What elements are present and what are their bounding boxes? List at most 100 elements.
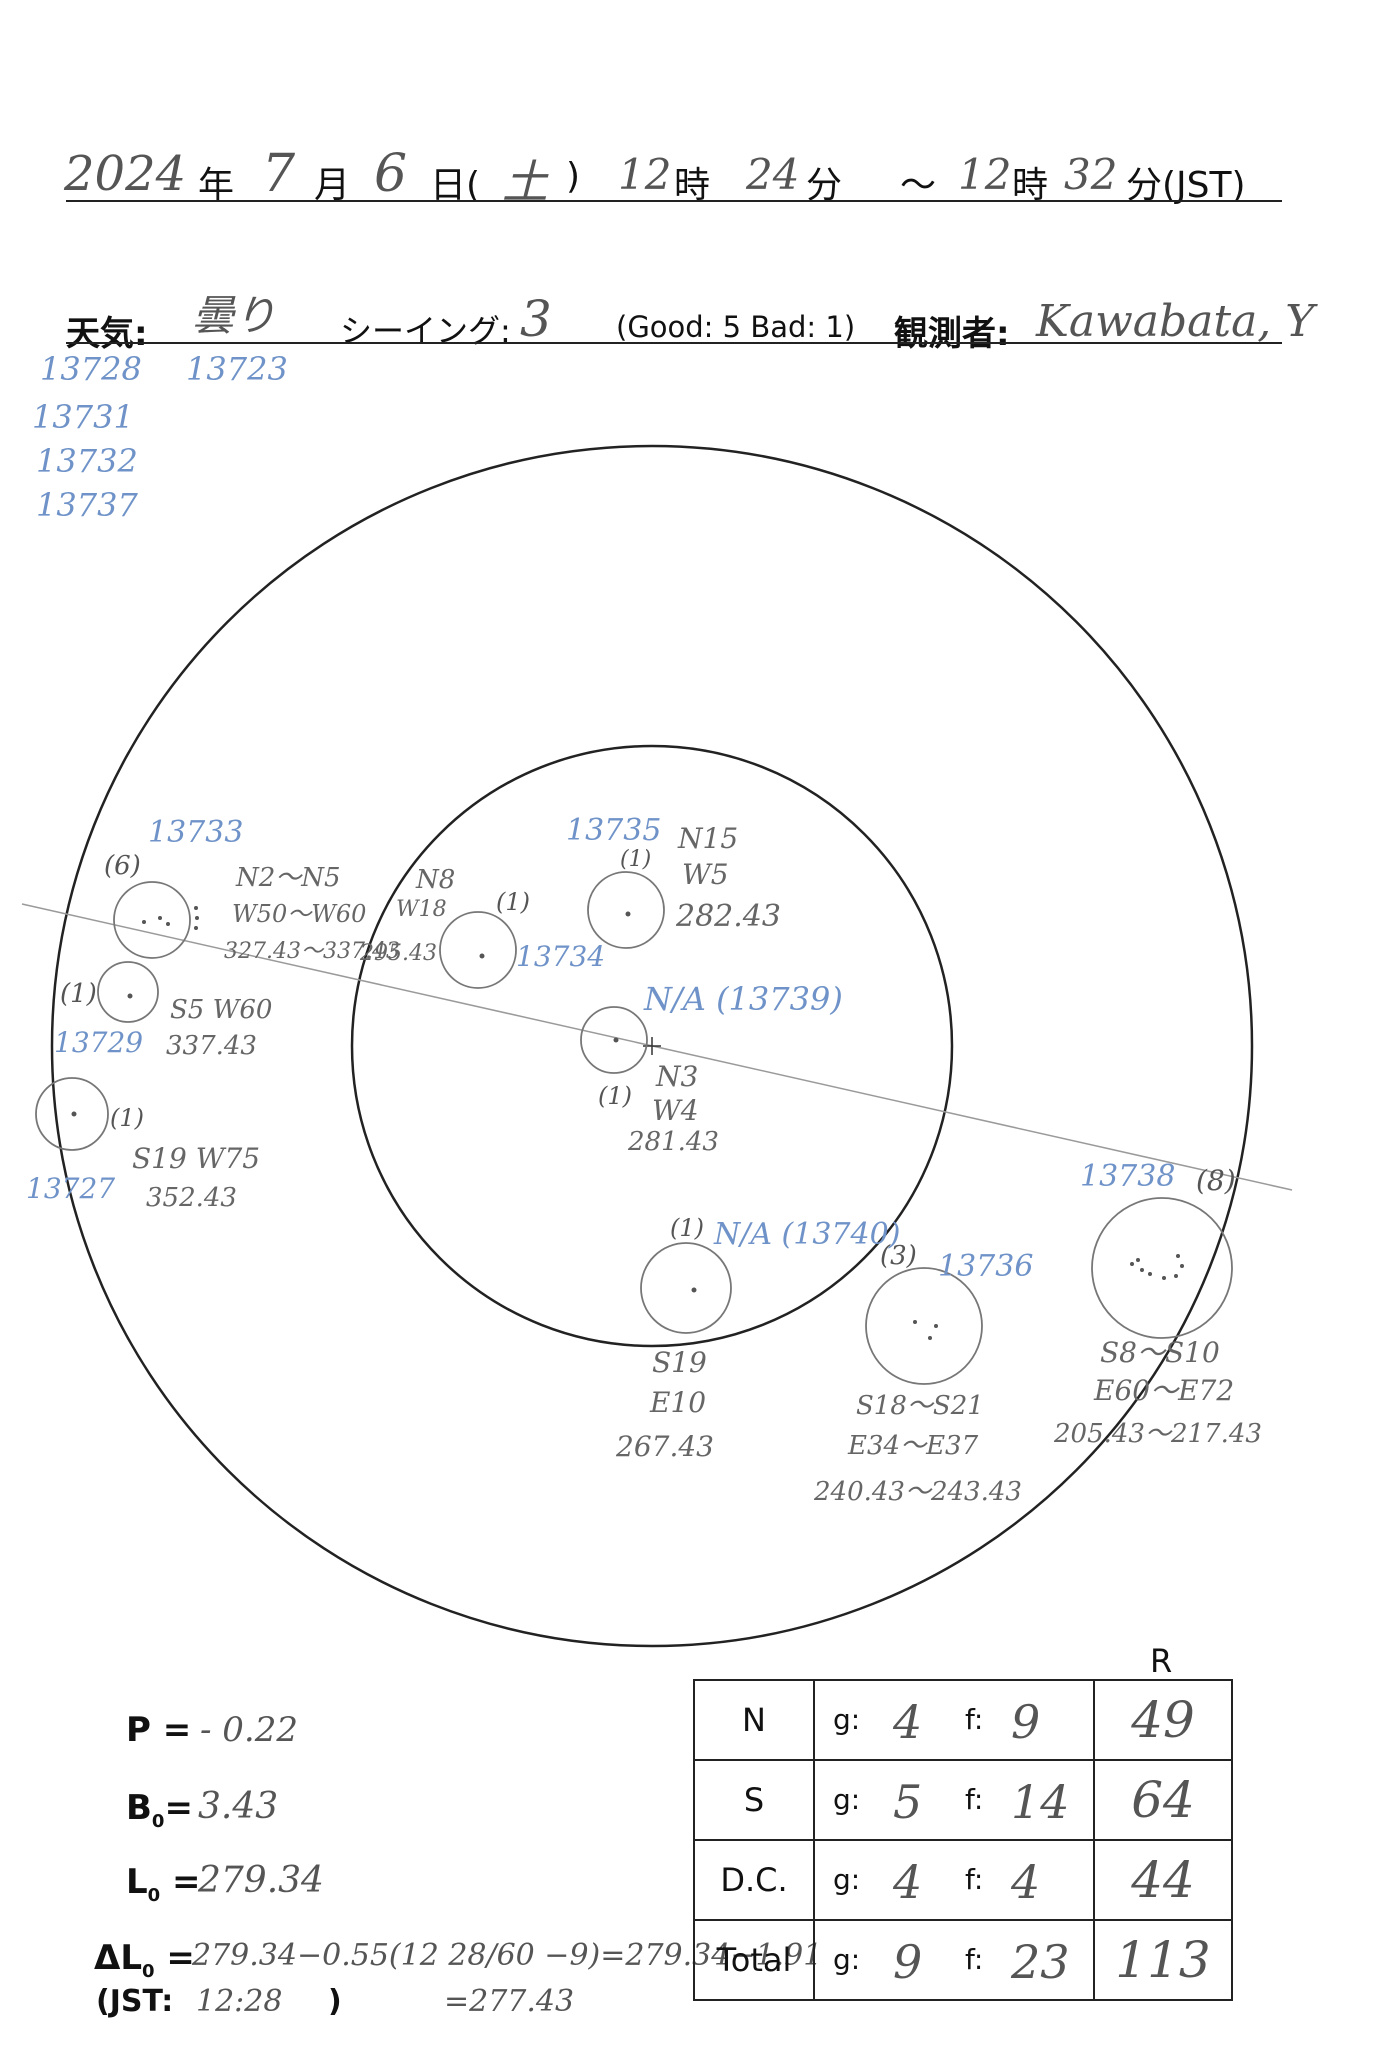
solar-equator-line (21, 903, 1293, 1191)
end-min: 32 (1064, 150, 1118, 199)
group-13735-id: 13735 (566, 813, 661, 848)
start-min-unit: 分 (806, 165, 843, 206)
group-13736-count: (3) (880, 1241, 917, 1271)
b0-label: B0= (126, 1788, 193, 1832)
g-value: 5 (893, 1775, 923, 1829)
group-13740-carrington: 267.43 (615, 1430, 714, 1463)
group-13729-id: 13729 (54, 1026, 143, 1059)
region-list-item: 13723 (186, 350, 288, 388)
group-13733-lon: W50～W60 (232, 900, 366, 928)
month-value: 7 (262, 144, 296, 204)
g-value: 4 (893, 1695, 923, 1749)
group-13735-lon: W5 (682, 858, 729, 891)
group-13739-lat: N3 (655, 1060, 698, 1093)
end-hour: 12 (958, 150, 1012, 199)
group-13727-count: (1) (110, 1104, 144, 1132)
group-13729-circle (97, 961, 159, 1023)
observer-label: 観測者: (894, 314, 1010, 354)
group-13738-id: 13738 (1080, 1159, 1175, 1194)
group-13734-carrington: 295.43 (359, 941, 437, 966)
group-13736-circle (865, 1267, 983, 1385)
observer-value: Kawabata, Y (1036, 296, 1315, 347)
start-min: 24 (746, 150, 800, 199)
gf-cell: g:9 f:23 (813, 1919, 1095, 2001)
group-13736-carrington: 240.43～243.43 (813, 1477, 1022, 1507)
group-13736-lon: E34～E37 (847, 1431, 979, 1461)
group-13735-count: (1) (620, 847, 651, 872)
seeing-scale-note: (Good: 5 Bad: 1) (616, 310, 856, 344)
group-13733-circle (113, 881, 191, 959)
group-13733-id: 13733 (148, 815, 243, 850)
r-value: 44 (1131, 1851, 1195, 1909)
r-value-cell: 113 (1093, 1919, 1233, 2001)
group-13740-lat: S19 (652, 1346, 707, 1379)
group-13740-id: N/A (13740) (713, 1217, 900, 1252)
sunspot-count-table: N g:4 f:9 49 S g:5 f:14 64 D.C. g:4 (693, 1679, 1233, 2001)
start-hour: 12 (618, 150, 672, 199)
l0-value: 279.34 (198, 1860, 324, 1901)
f-value: 14 (1011, 1775, 1070, 1829)
group-13729-count: (1) (60, 979, 97, 1009)
group-13734-lat: N8 (415, 865, 455, 895)
group-13729-lat: S5 W60 (170, 995, 272, 1025)
p-value: - 0.22 (200, 1710, 298, 1750)
group-13734-id: 13734 (516, 940, 605, 973)
hemisphere-label: D.C. (693, 1839, 815, 1921)
group-13729-carrington: 337.43 (166, 1031, 257, 1061)
jst-value: 12:28 (196, 1984, 283, 2019)
group-13738-lon: E60～E72 (1093, 1374, 1234, 1407)
start-hour-unit: 時 (674, 165, 711, 206)
group-13740-count: (1) (670, 1214, 704, 1242)
group-13727-lat: S19 W75 (132, 1142, 260, 1175)
r-value: 49 (1131, 1691, 1195, 1749)
group-13727-circle (35, 1077, 109, 1151)
group-13736-lat: S18～S21 (856, 1391, 984, 1421)
end-min-unit: 分(JST) (1126, 165, 1246, 206)
group-13740-circle (640, 1242, 732, 1334)
f-value: 9 (1011, 1695, 1041, 1749)
group-13734-lon: W18 (396, 897, 447, 922)
group-13739-carrington: 281.43 (627, 1127, 719, 1157)
group-13734-circle (439, 911, 517, 989)
table-row: S g:5 f:14 64 (693, 1759, 1233, 1841)
r-value-cell: 49 (1093, 1679, 1233, 1761)
jst-label: (JST: (96, 1984, 174, 2019)
group-13727-carrington: 352.43 (146, 1183, 237, 1213)
dl0-result: =277.43 (444, 1984, 575, 2019)
inner-reference-circle (350, 744, 954, 1348)
day-value: 6 (374, 144, 408, 204)
solar-disk-outline (50, 444, 1254, 1648)
table-row: Total g:9 f:23 113 (693, 1919, 1233, 2001)
group-13733-count: (6) (104, 851, 141, 881)
weather-value: 曇り (192, 291, 277, 340)
group-13733-lat: N2～N5 (235, 863, 341, 893)
gf-cell: g:4 f:9 (813, 1679, 1095, 1761)
r-value-cell: 44 (1093, 1839, 1233, 1921)
hemisphere-label: Total (693, 1919, 815, 2001)
group-13738-carrington: 205.43～217.43 (1053, 1419, 1262, 1449)
r-value-cell: 64 (1093, 1759, 1233, 1841)
region-list-item: 13732 (36, 442, 138, 480)
group-13739-id: N/A (13739) (643, 980, 843, 1018)
region-list-item: 13731 (32, 398, 134, 436)
l0-label: L0 = (126, 1862, 201, 1906)
f-value: 23 (1011, 1935, 1070, 1989)
group-13738-lat: S8～S10 (1100, 1336, 1220, 1369)
region-list-item: 13728 (40, 350, 142, 388)
gf-cell: g:5 f:14 (813, 1759, 1095, 1841)
group-13739-circle (580, 1006, 648, 1074)
dl0-label: ΔL0 = (94, 1938, 195, 1982)
group-13739-lon: W4 (652, 1094, 699, 1127)
group-13738-circle (1091, 1197, 1233, 1339)
day-unit: 日( (430, 165, 481, 206)
year-value: 2024 (64, 146, 187, 202)
region-list-item: 13737 (36, 486, 138, 524)
group-13740-lon: E10 (649, 1386, 706, 1419)
header-rule (66, 200, 1282, 202)
table-row: N g:4 f:9 49 (693, 1679, 1233, 1761)
group-13727-id: 13727 (26, 1172, 115, 1205)
group-13733-carrington: 327.43～337.43 (224, 939, 400, 964)
f-value: 4 (1011, 1855, 1041, 1909)
r-value: 113 (1115, 1931, 1211, 1989)
